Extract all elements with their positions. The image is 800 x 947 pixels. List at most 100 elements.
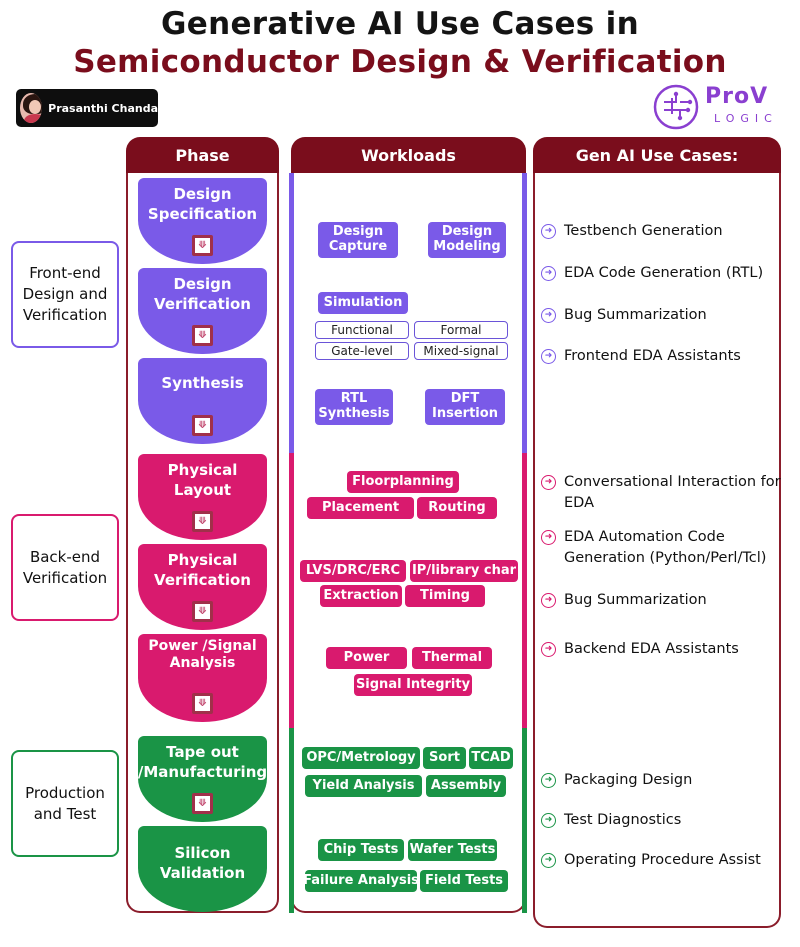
chevron-down-icon: ⟱ — [192, 601, 213, 622]
author-name: Prasanthi Chanda — [48, 101, 158, 115]
workload-design-modeling: Design Modeling — [428, 222, 506, 258]
provlogic-logo: ProV LOGIC — [650, 82, 775, 132]
use-case-item: ➜ Conversational Interaction for EDA — [541, 472, 786, 514]
arrow-right-circle-icon: ➜ — [541, 224, 556, 239]
phase-label: Design Specification — [147, 185, 258, 223]
phase-label: Power /Signal Analysis — [148, 638, 257, 671]
column-header-workloads: Workloads — [291, 137, 526, 173]
phase-design-specification: Design Specification ⟱ — [138, 178, 267, 264]
use-case-label: Packaging Design — [564, 772, 693, 788]
column-box-workloads — [291, 173, 526, 913]
arrow-right-circle-icon: ➜ — [541, 266, 556, 281]
workload-failure-analysis: Failure Analysis — [303, 870, 419, 892]
arrow-right-circle-icon: ➜ — [541, 773, 556, 788]
workload-wafer-tests: Wafer Tests — [408, 839, 497, 861]
arrow-right-circle-icon: ➜ — [541, 308, 556, 323]
use-case-item: ➜ Bug Summarization — [541, 590, 786, 611]
phase-label: Tape out /Manufacturing — [137, 743, 268, 781]
workload-divider-production-left — [289, 728, 294, 913]
author-badge: Prasanthi Chanda — [16, 89, 158, 127]
title-line-2: Semiconductor Design & Verification — [73, 44, 727, 80]
use-case-label: Frontend EDA Assistants — [564, 348, 741, 364]
logo-text-main: ProV — [705, 84, 769, 109]
use-case-item: ➜ Test Diagnostics — [541, 810, 786, 831]
workload-divider-production-right — [522, 728, 527, 913]
use-case-item: ➜ EDA Code Generation (RTL) — [541, 263, 786, 284]
workload-thermal: Thermal — [412, 647, 492, 669]
arrow-right-circle-icon: ➜ — [541, 530, 556, 545]
use-case-label: EDA Code Generation (RTL) — [564, 265, 764, 281]
use-case-item: ➜ Operating Procedure Assist — [541, 850, 786, 871]
workload-divider-backend-right — [522, 453, 527, 728]
workload-mixed-signal: Mixed-signal — [414, 342, 508, 360]
use-case-item: ➜ Backend EDA Assistants — [541, 639, 786, 660]
phase-label: Physical Layout — [167, 461, 238, 499]
workload-field-tests: Field Tests — [420, 870, 508, 892]
column-box-phase — [126, 173, 279, 913]
chevron-down-icon: ⟱ — [192, 235, 213, 256]
workload-placement: Placement — [307, 497, 414, 519]
chevron-down-icon: ⟱ — [192, 693, 213, 714]
arrow-right-circle-icon: ➜ — [541, 853, 556, 868]
workload-formal: Formal — [414, 321, 508, 339]
workload-chip-tests: Chip Tests — [318, 839, 404, 861]
workload-gate-level: Gate-level — [315, 342, 409, 360]
arrow-right-circle-icon: ➜ — [541, 475, 556, 490]
use-case-label: Test Diagnostics — [564, 812, 682, 828]
workload-functional: Functional — [315, 321, 409, 339]
chevron-down-icon: ⟱ — [192, 325, 213, 346]
phase-physical-verification: Physical Verification ⟱ — [138, 544, 267, 630]
use-case-item: ➜ Bug Summarization — [541, 305, 786, 326]
logo-text-sub: LOGIC — [714, 112, 778, 125]
workload-simulation: Simulation — [318, 292, 408, 314]
use-case-item: ➜ EDA Automation Code Generation (Python… — [541, 527, 786, 569]
use-case-label: Bug Summarization — [564, 592, 707, 608]
arrow-right-circle-icon: ➜ — [541, 349, 556, 364]
column-box-use-cases — [533, 173, 781, 928]
phase-label: Synthesis — [161, 374, 244, 392]
column-header-use-cases: Gen AI Use Cases: — [533, 137, 781, 173]
circuit-brain-icon — [653, 84, 699, 130]
phase-tape-out-manufacturing: Tape out /Manufacturing ⟱ — [138, 736, 267, 822]
use-case-label: Bug Summarization — [564, 307, 707, 323]
use-case-label: Backend EDA Assistants — [564, 641, 739, 657]
workload-ip-library-char: IP/library char — [410, 560, 518, 582]
workload-divider-frontend-right — [522, 173, 527, 453]
phase-label: Design Verification — [154, 275, 251, 313]
phase-label: Silicon Validation — [159, 844, 246, 882]
workload-sort: Sort — [423, 747, 466, 769]
arrow-right-circle-icon: ➜ — [541, 813, 556, 828]
arrow-right-circle-icon: ➜ — [541, 593, 556, 608]
workload-divider-backend-left — [289, 453, 294, 728]
phase-label: Physical Verification — [154, 551, 251, 589]
workload-tcad: TCAD — [469, 747, 513, 769]
title-line-1: Generative AI Use Cases in — [161, 6, 639, 42]
phase-silicon-validation: Silicon Validation — [138, 826, 267, 912]
use-case-item: ➜ Packaging Design — [541, 770, 786, 791]
workload-floorplanning: Floorplanning — [347, 471, 459, 493]
use-case-label: Testbench Generation — [564, 223, 723, 239]
workload-dft-insertion: DFT Insertion — [425, 389, 505, 425]
phase-physical-layout: Physical Layout ⟱ — [138, 454, 267, 540]
use-case-item: ➜ Testbench Generation — [541, 221, 786, 242]
phase-synthesis: Synthesis ⟱ — [138, 358, 267, 444]
phase-power-signal-analysis: Power /Signal Analysis ⟱ — [138, 634, 267, 722]
workload-routing: Routing — [417, 497, 497, 519]
chevron-down-icon: ⟱ — [192, 415, 213, 436]
use-case-item: ➜ Frontend EDA Assistants — [541, 346, 786, 367]
workload-design-capture: Design Capture — [318, 222, 398, 258]
workload-rtl-synthesis: RTL Synthesis — [315, 389, 393, 425]
workload-assembly: Assembly — [426, 775, 506, 797]
workload-lvs-drc-erc: LVS/DRC/ERC — [300, 560, 406, 582]
workload-extraction: Extraction — [320, 585, 402, 607]
arrow-right-circle-icon: ➜ — [541, 642, 556, 657]
workload-power: Power — [326, 647, 407, 669]
workload-opc-metrology: OPC/Metrology — [302, 747, 420, 769]
use-case-label: Operating Procedure Assist — [564, 852, 761, 868]
workload-divider-frontend-left — [289, 173, 294, 453]
group-production: Production and Test — [11, 750, 119, 857]
phase-design-verification: Design Verification ⟱ — [138, 268, 267, 354]
column-header-phase: Phase — [126, 137, 279, 173]
workload-yield-analysis: Yield Analysis — [305, 775, 422, 797]
avatar — [20, 93, 43, 123]
